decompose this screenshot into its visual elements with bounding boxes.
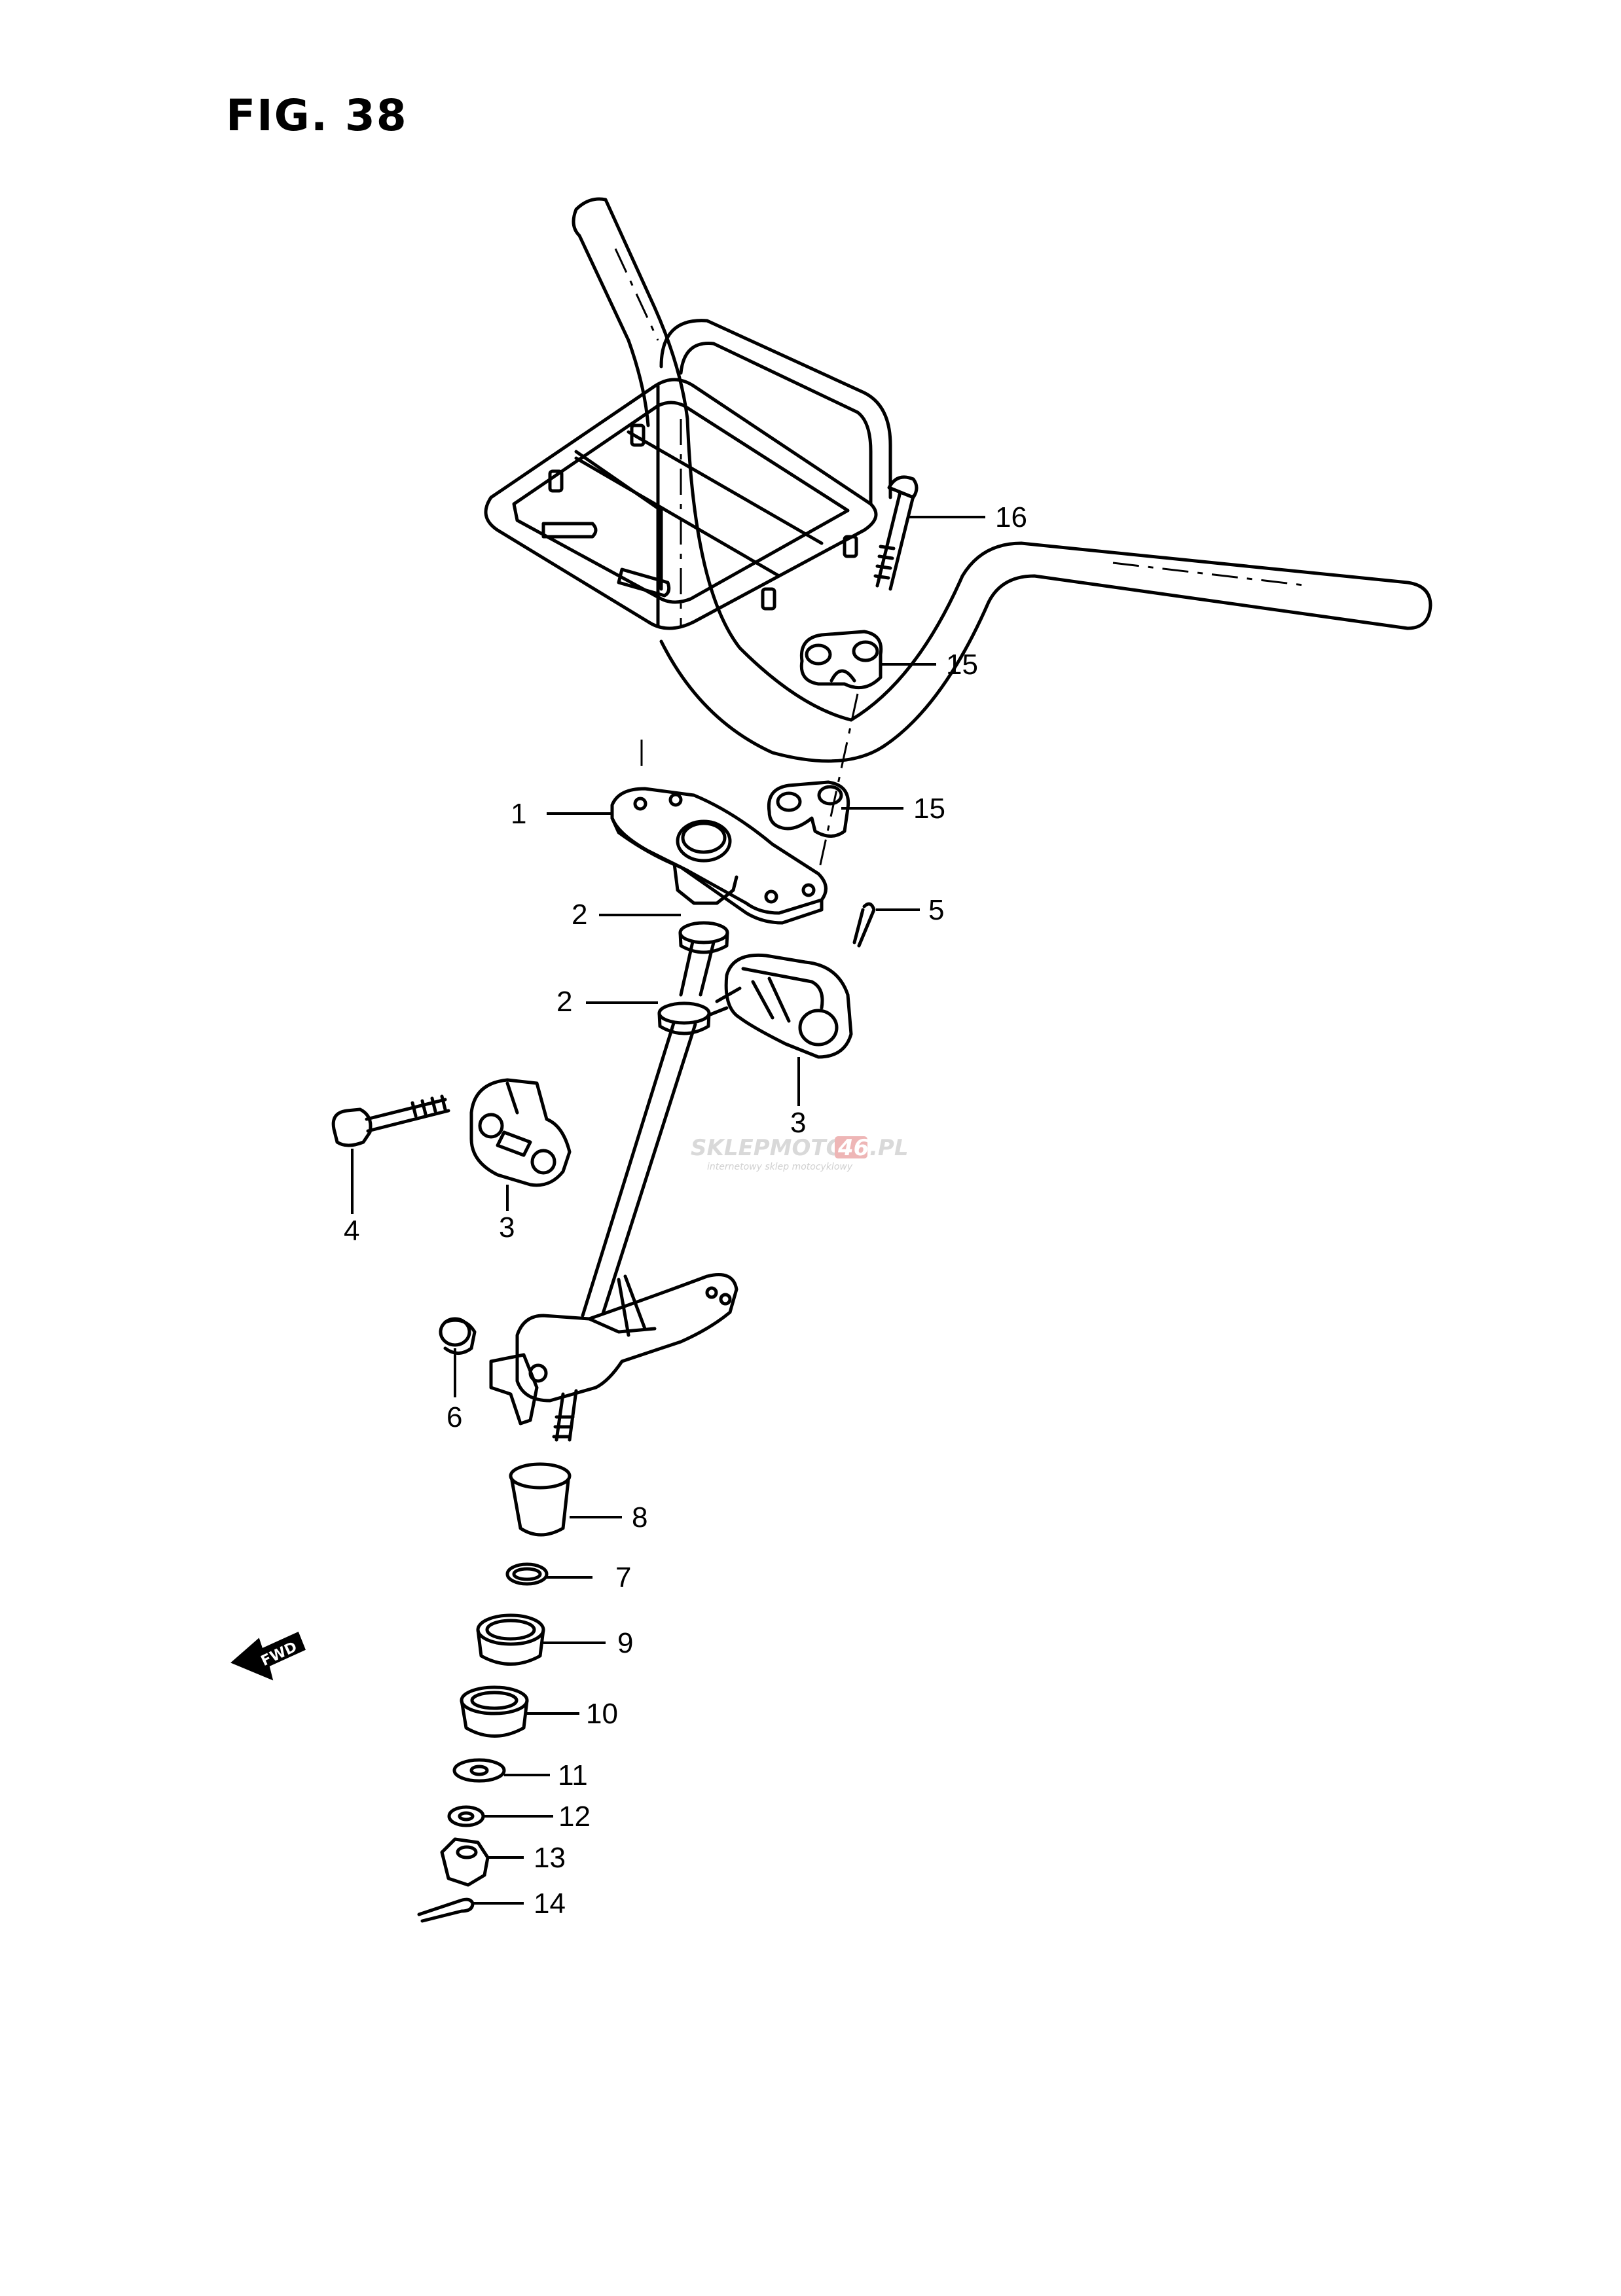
callout-9: 9	[617, 1627, 633, 1659]
figure-title: FIG. 38	[226, 90, 408, 141]
callout-3-left: 3	[499, 1211, 515, 1244]
fwd-arrow-icon: FWD	[230, 1631, 306, 1681]
callout-15-lower: 15	[913, 793, 945, 825]
washer-12	[447, 1805, 485, 1827]
watermark-brand-left: SKLEPMOTO	[691, 1135, 845, 1161]
callout-2-lower: 2	[556, 986, 572, 1018]
callout-13: 13	[534, 1842, 566, 1874]
bolt-4	[331, 1094, 450, 1147]
callout-7: 7	[615, 1562, 631, 1594]
watermark-brand-box: 46	[837, 1135, 869, 1161]
washer-11	[452, 1758, 506, 1783]
bushing-8	[509, 1462, 572, 1537]
shaft-holder-right-3	[708, 953, 853, 1059]
watermark-tagline: internetowy sklep motocyklowy	[707, 1162, 853, 1172]
callout-5: 5	[928, 894, 944, 926]
watermark: SKLEPMOTO 46 .PL internetowy sklep motoc…	[691, 1135, 909, 1172]
steering-shaft	[581, 740, 716, 1318]
callout-15-upper: 15	[946, 649, 978, 681]
watermark-brand-box-bg	[835, 1136, 867, 1158]
oil-seal-9	[476, 1613, 545, 1666]
spacer-6	[439, 1317, 477, 1355]
callout-2-upper: 2	[572, 899, 587, 931]
shaft-holder-left-3	[469, 1078, 572, 1187]
front-basket-rack	[484, 319, 892, 630]
handlebar-clamp-lower-15	[767, 780, 850, 838]
bushing-upper-2	[678, 921, 729, 954]
handlebar-clamp-upper-15	[799, 630, 883, 690]
callout-14: 14	[534, 1888, 566, 1920]
o-ring-7	[505, 1562, 549, 1586]
cotter-pin-14	[417, 1897, 475, 1923]
bolt-16	[873, 475, 919, 591]
callout-3-right: 3	[790, 1107, 806, 1139]
watermark-brand-right: .PL	[869, 1135, 909, 1161]
callout-16: 16	[995, 501, 1027, 533]
callout-4: 4	[344, 1215, 359, 1247]
cotter-pin-5	[852, 902, 876, 948]
steering-upper-bracket-1	[610, 787, 828, 925]
callout-8: 8	[632, 1501, 647, 1534]
callout-10: 10	[586, 1698, 618, 1730]
steering-lower-bracket	[489, 1273, 738, 1442]
handlebar-assembly	[572, 197, 1432, 763]
callout-11: 11	[558, 1759, 588, 1791]
callout-labels: 1 2 2 3 3 4 5 6 7 8 9 10 11 12 13 14 15 …	[344, 501, 1027, 1920]
bushing-lower-2	[657, 1001, 711, 1035]
dust-seal-10	[460, 1685, 529, 1738]
leader-lines	[351, 516, 985, 1905]
callout-1: 1	[511, 798, 526, 830]
callout-6: 6	[446, 1401, 462, 1433]
nut-13	[440, 1837, 490, 1887]
callout-12: 12	[558, 1801, 591, 1833]
